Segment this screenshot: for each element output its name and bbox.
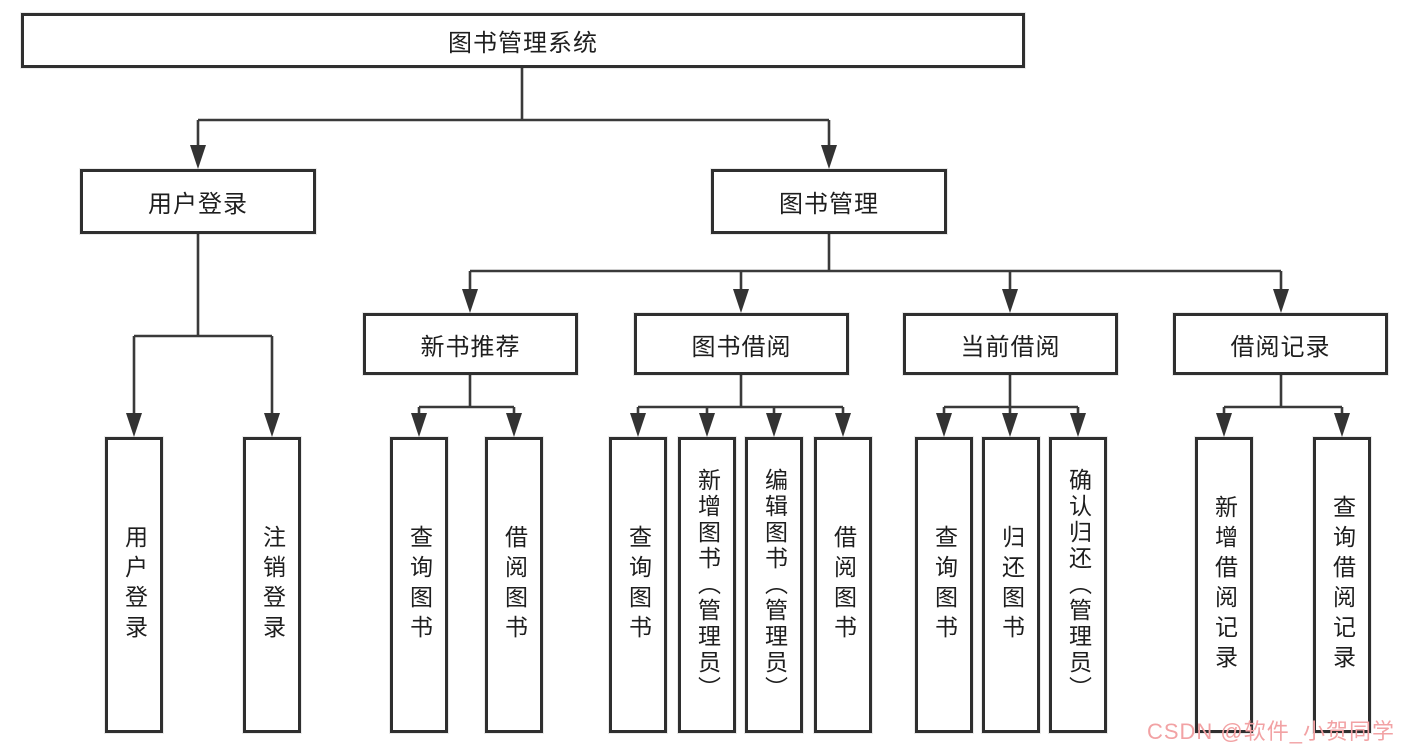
leaf-add-books-admin: 新增图书（管理员） — [678, 437, 736, 733]
leaf-current-query-books: 查询图书 — [915, 437, 973, 733]
leaf-borrow-books-label: 借阅图书 — [830, 525, 857, 645]
leaf-add-books-admin-label: 新增图书（管理员） — [694, 468, 721, 702]
csdn-watermark: CSDN @软件_小贺同学 — [1146, 719, 1395, 744]
arrowheads — [126, 145, 1350, 437]
leaf-current-query-books-label: 查询图书 — [931, 525, 958, 645]
node-new-book-recommend-label: 新书推荐 — [420, 333, 521, 361]
leaf-return-books: 归还图书 — [982, 437, 1040, 733]
leaf-edit-books-admin-label: 编辑图书（管理员） — [761, 468, 788, 702]
node-root: 图书管理系统 — [21, 13, 1025, 68]
leaf-query-borrow-record-label: 查询借阅记录 — [1329, 495, 1356, 675]
leaf-newbook-borrow-books-label: 借阅图书 — [501, 525, 528, 645]
leaf-newbook-query-books-label: 查询图书 — [406, 525, 433, 645]
node-user-login: 用户登录 — [80, 169, 316, 234]
node-borrow-records-label: 借阅记录 — [1230, 333, 1331, 361]
node-book-borrow-label: 图书借阅 — [691, 333, 792, 361]
node-book-borrow: 图书借阅 — [634, 313, 849, 375]
node-new-book-recommend: 新书推荐 — [363, 313, 578, 375]
node-book-management-label: 图书管理 — [779, 191, 879, 218]
leaf-borrow-query-books-label: 查询图书 — [625, 525, 652, 645]
leaf-query-borrow-record: 查询借阅记录 — [1313, 437, 1371, 733]
leaf-add-borrow-record: 新增借阅记录 — [1195, 437, 1253, 733]
node-current-borrow: 当前借阅 — [903, 313, 1118, 375]
node-user-login-label: 用户登录 — [148, 191, 248, 218]
leaf-newbook-query-books: 查询图书 — [390, 437, 448, 733]
leaf-edit-books-admin: 编辑图书（管理员） — [745, 437, 803, 733]
leaf-confirm-return-admin: 确认归还（管理员） — [1049, 437, 1107, 733]
leaf-return-books-label: 归还图书 — [998, 525, 1025, 645]
leaf-logout: 注销登录 — [243, 437, 301, 733]
node-current-borrow-label: 当前借阅 — [960, 333, 1061, 361]
leaf-user-login: 用户登录 — [105, 437, 163, 733]
node-borrow-records: 借阅记录 — [1173, 313, 1388, 375]
leaf-add-borrow-record-label: 新增借阅记录 — [1211, 495, 1238, 675]
leaf-borrow-query-books: 查询图书 — [609, 437, 667, 733]
leaf-user-login-label: 用户登录 — [121, 525, 148, 645]
leaf-confirm-return-admin-label: 确认归还（管理员） — [1065, 468, 1092, 702]
leaf-borrow-books: 借阅图书 — [814, 437, 872, 733]
leaf-logout-label: 注销登录 — [259, 525, 286, 645]
node-book-management: 图书管理 — [711, 169, 947, 234]
leaf-newbook-borrow-books: 借阅图书 — [485, 437, 543, 733]
node-root-label: 图书管理系统 — [448, 30, 598, 57]
